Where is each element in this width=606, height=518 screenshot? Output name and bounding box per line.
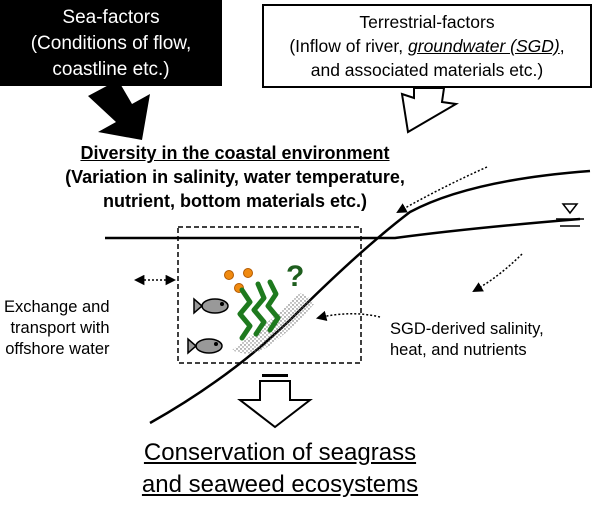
sea-factors-line3: coastline etc.) (52, 59, 170, 80)
terrestrial-factors-line3: and associated materials etc.) (310, 60, 544, 80)
groundwater-sgd-emphasis: groundwater (SGD) (408, 36, 560, 56)
terrestrial-line2-suffix: , (559, 36, 565, 56)
terrestrial-factors-title: Terrestrial-factors (359, 12, 495, 32)
sgd-effects-line2: heat, and nutrients (390, 341, 527, 359)
exchange-line3: offshore water (5, 340, 110, 358)
sgd-effects-line1: SGD-derived salinity, (390, 320, 544, 338)
sea-factors-line2: (Conditions of flow, (30, 33, 192, 54)
diversity-title: Diversity in the coastal environment (80, 143, 390, 163)
sgd-effects-label: SGD-derived salinity, heat, and nutrient… (390, 319, 544, 361)
nutrient-dots-icon (224, 268, 253, 293)
exchange-line2: transport with (10, 319, 110, 337)
question-mark: ? (286, 260, 304, 293)
sea-factors-arrow-shape (88, 80, 150, 140)
diversity-line3: nutrient, bottom materials etc.) (102, 191, 368, 211)
sea-factors-box: Sea-factors (Conditions of flow, coastli… (0, 0, 222, 86)
diversity-heading: Diversity in the coastal environment (Va… (30, 141, 440, 213)
fish-icon (193, 297, 229, 315)
diversity-line2: (Variation in salinity, water temperatur… (65, 167, 405, 187)
terrestrial-factors-arrow (400, 87, 459, 134)
coastal-zone-box (177, 226, 362, 364)
terrain-line (149, 169, 591, 425)
seaweed-icon (237, 279, 281, 341)
conservation-arrow (237, 374, 313, 429)
sea-factors-title: Sea-factors (62, 7, 160, 28)
terrestrial-factors-line2: (Inflow of river, groundwater (SGD), (264, 34, 590, 58)
sgd-arrow (315, 310, 381, 322)
exchange-line1: Exchange and (4, 298, 110, 316)
conservation-line2: and seaweed ecosystems (141, 471, 419, 498)
sea-surface-line (105, 217, 581, 240)
conservation-line1: Conservation of seagrass (143, 439, 417, 466)
groundwater-arrow (472, 253, 523, 293)
water-table-icon (561, 203, 579, 215)
conservation-heading: Conservation of seagrass and seaweed eco… (60, 437, 500, 501)
terrestrial-line2-prefix: (Inflow of river, (289, 36, 409, 56)
exchange-label: Exchange and transport with offshore wat… (4, 297, 110, 360)
fish-icon (187, 337, 223, 355)
inflow-arrow-upper (396, 166, 488, 214)
terrestrial-factors-box: Terrestrial-factors (Inflow of river, gr… (262, 4, 592, 88)
